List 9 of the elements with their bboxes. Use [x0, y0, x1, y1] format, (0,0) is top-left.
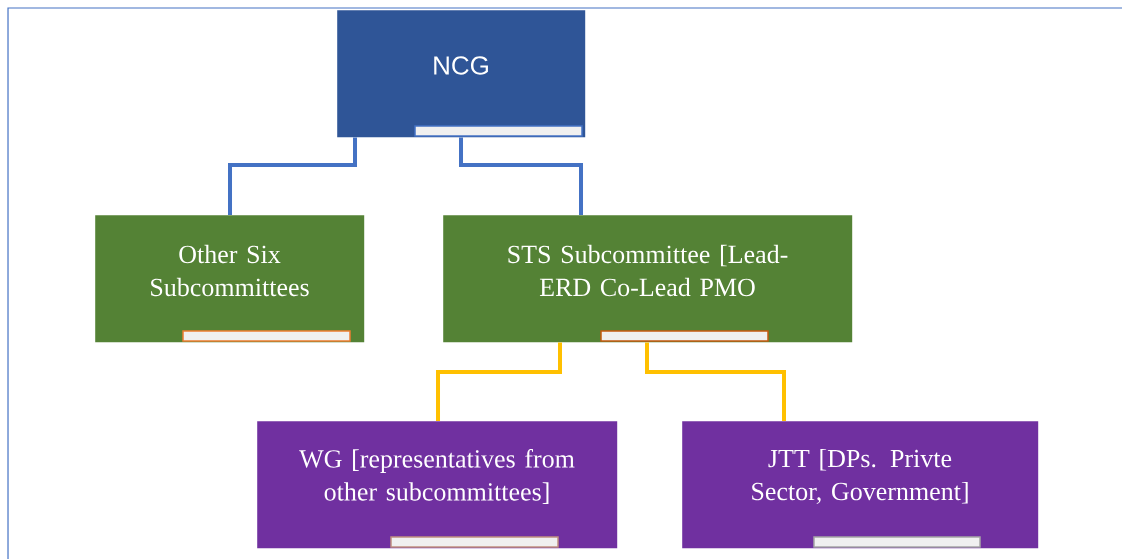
org-box: JTT [DPs. Privte Sector, Government] — [682, 421, 1039, 549]
org-box: WG [representatives from other subcommittees] — [257, 421, 618, 549]
connector — [645, 342, 786, 421]
connector — [459, 137, 583, 215]
connector — [436, 342, 562, 421]
org-box: Other Six Subcommittees — [95, 215, 365, 343]
org-box: NCG — [337, 10, 586, 138]
connector — [228, 137, 357, 215]
org-box: STS Subcommittee [Lead- ERD Co-Lead PMO — [443, 215, 853, 343]
